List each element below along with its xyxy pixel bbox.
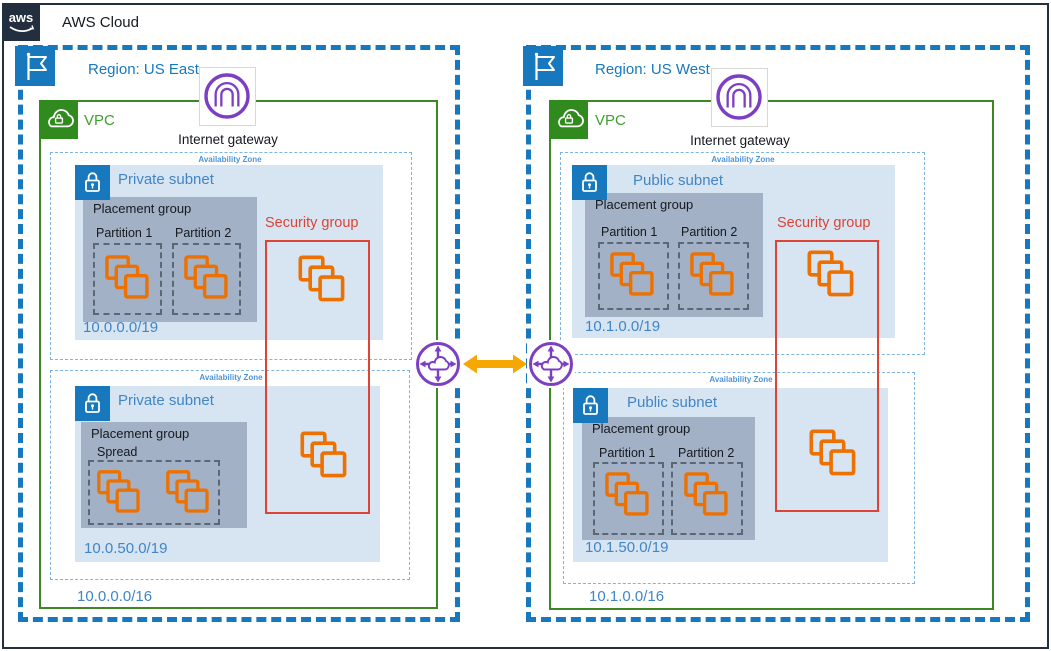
vpc-label: VPC bbox=[84, 112, 115, 129]
region-us-east-frame bbox=[18, 45, 460, 622]
private-subnet-lock-icon bbox=[75, 386, 110, 421]
aws-logo-icon: aws bbox=[2, 3, 40, 41]
partition-label: Partition 2 bbox=[681, 225, 738, 239]
region-us-west-frame bbox=[526, 45, 1030, 622]
peering-double-arrow-icon bbox=[463, 352, 527, 376]
availability-zone-label: Availability Zone bbox=[709, 375, 773, 384]
availability-zone-frame bbox=[563, 372, 915, 584]
availability-zone-frame bbox=[560, 152, 925, 355]
ec2-instances-icon bbox=[294, 251, 348, 305]
partition-box bbox=[671, 462, 743, 535]
availability-zone-frame bbox=[50, 152, 412, 360]
security-group-box bbox=[265, 240, 370, 514]
public-subnet-lock-icon bbox=[573, 388, 608, 423]
subnet-label: Public subnet bbox=[627, 394, 718, 411]
transit-gateway-icon bbox=[527, 340, 575, 388]
partition-box bbox=[172, 243, 241, 315]
internet-gateway-label: Internet gateway bbox=[690, 133, 790, 148]
ec2-instances-icon bbox=[101, 251, 152, 302]
subnet-label: Private subnet bbox=[118, 392, 214, 409]
partition-label: Partition 1 bbox=[601, 225, 658, 239]
ec2-instances-icon bbox=[686, 248, 737, 299]
availability-zone-label: Availability Zone bbox=[199, 373, 263, 382]
public-subnet-lock-icon bbox=[572, 165, 607, 200]
vpc-cidr: 10.1.0.0/16 bbox=[589, 588, 665, 605]
transit-gateway-icon bbox=[414, 340, 462, 388]
partition-label: Partition 2 bbox=[678, 446, 735, 460]
aws-cloud-frame bbox=[2, 3, 1049, 649]
spread-box bbox=[88, 460, 220, 525]
ec2-instances-icon bbox=[803, 246, 857, 300]
subnet-cidr: 10.0.50.0/19 bbox=[84, 540, 168, 557]
placement-group-label: Placement group bbox=[91, 426, 190, 441]
placement-group-label: Placement group bbox=[595, 197, 694, 212]
internet-gateway-icon bbox=[713, 71, 765, 123]
availability-zone-frame bbox=[50, 370, 410, 580]
security-group-label: Security group bbox=[777, 215, 871, 231]
vpc-label: VPC bbox=[595, 112, 626, 129]
subnet-label: Private subnet bbox=[118, 171, 214, 188]
vpc-cidr: 10.0.0.0/16 bbox=[77, 588, 153, 605]
subnet-label: Public subnet bbox=[633, 172, 724, 189]
ec2-instances-icon bbox=[162, 466, 212, 516]
partition-box bbox=[598, 242, 669, 310]
placement-group-label: Placement group bbox=[93, 201, 192, 216]
subnet-cidr: 10.1.0.0/19 bbox=[585, 318, 661, 335]
region-flag-icon bbox=[523, 46, 563, 86]
ec2-instances-icon bbox=[180, 251, 231, 302]
ec2-instances-icon bbox=[606, 248, 657, 299]
vpc-icon bbox=[549, 100, 588, 139]
ec2-instances-icon bbox=[601, 468, 652, 519]
aws-cloud-label: AWS Cloud bbox=[62, 14, 139, 31]
internet-gateway-label: Internet gateway bbox=[178, 132, 278, 147]
ec2-instances-icon bbox=[805, 425, 859, 479]
availability-zone-label: Availability Zone bbox=[711, 155, 775, 164]
partition-label: Partition 1 bbox=[599, 446, 656, 460]
subnet-cidr: 10.1.50.0/19 bbox=[585, 539, 669, 556]
ec2-instances-icon bbox=[680, 468, 731, 519]
ec2-instances-icon bbox=[93, 466, 143, 516]
region-flag-icon bbox=[15, 46, 55, 86]
vpc-icon bbox=[39, 100, 78, 139]
partition-box bbox=[593, 462, 664, 535]
spread-label: Spread bbox=[97, 445, 138, 459]
internet-gateway-icon bbox=[201, 70, 253, 122]
security-group-label: Security group bbox=[265, 215, 359, 231]
partition-box bbox=[93, 243, 162, 315]
region-label: Region: US East bbox=[88, 61, 199, 78]
placement-group-label: Placement group bbox=[592, 421, 691, 436]
private-subnet-lock-icon bbox=[75, 165, 110, 200]
partition-label: Partition 1 bbox=[96, 226, 153, 240]
aws-logo-text: aws bbox=[9, 10, 34, 25]
ec2-instances-icon bbox=[296, 427, 350, 481]
subnet-cidr: 10.0.0.0/19 bbox=[83, 319, 159, 336]
security-group-box bbox=[775, 240, 879, 512]
partition-label: Partition 2 bbox=[175, 226, 232, 240]
availability-zone-label: Availability Zone bbox=[198, 155, 262, 164]
partition-box bbox=[678, 242, 749, 310]
region-label: Region: US West bbox=[595, 61, 710, 78]
